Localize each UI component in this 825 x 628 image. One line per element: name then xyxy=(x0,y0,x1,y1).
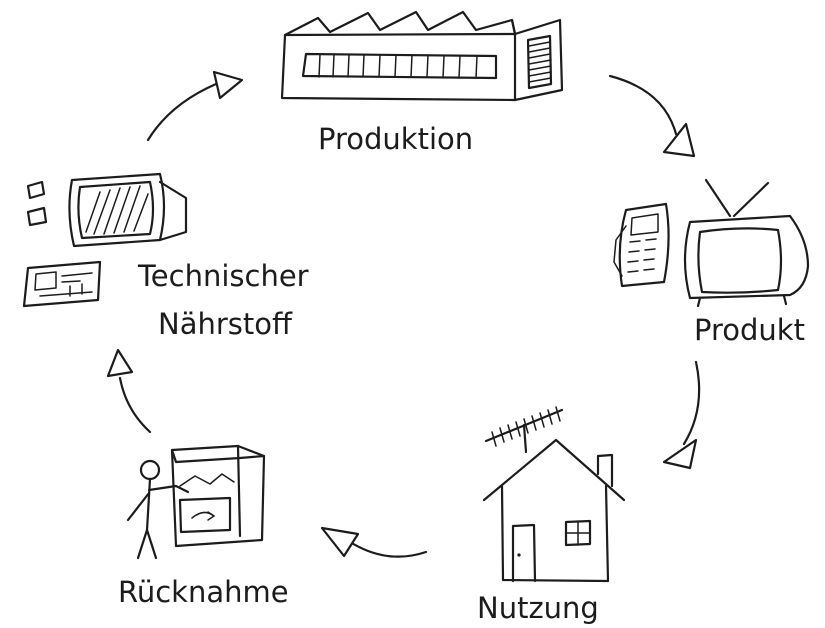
arrowhead-naehrstoff-to-produktion xyxy=(212,70,244,100)
arrowhead-produkt-to-nutzung xyxy=(662,438,698,470)
arrow-ruecknahme-to-naehrstoff xyxy=(118,376,152,434)
arrow-naehrstoff-to-produktion xyxy=(146,82,218,142)
factory-icon xyxy=(280,10,564,102)
arrow-nutzung-to-ruecknahme xyxy=(342,536,428,558)
label-produktion: Produktion xyxy=(318,122,474,156)
label-nutzung: Nutzung xyxy=(477,591,599,625)
label-naehrstoff: Nährstoff xyxy=(158,307,292,341)
cycle-arrows xyxy=(106,70,701,558)
arrow-produktion-to-produkt xyxy=(608,74,678,136)
house-with-antenna-icon xyxy=(482,406,626,583)
label-ruecknahme: Rücknahme xyxy=(118,575,289,609)
arrowhead-nutzung-to-ruecknahme xyxy=(320,526,360,558)
components-icon xyxy=(22,172,188,308)
arrow-produkt-to-nutzung xyxy=(682,360,701,446)
tv-and-phone-icon xyxy=(613,178,810,308)
label-technischer: Technischer xyxy=(138,259,309,293)
label-produkt: Produkt xyxy=(694,313,805,347)
arrowhead-produktion-to-produkt xyxy=(662,122,696,158)
arrowhead-ruecknahme-to-naehrstoff xyxy=(106,348,134,378)
return-bin-icon xyxy=(126,444,266,560)
